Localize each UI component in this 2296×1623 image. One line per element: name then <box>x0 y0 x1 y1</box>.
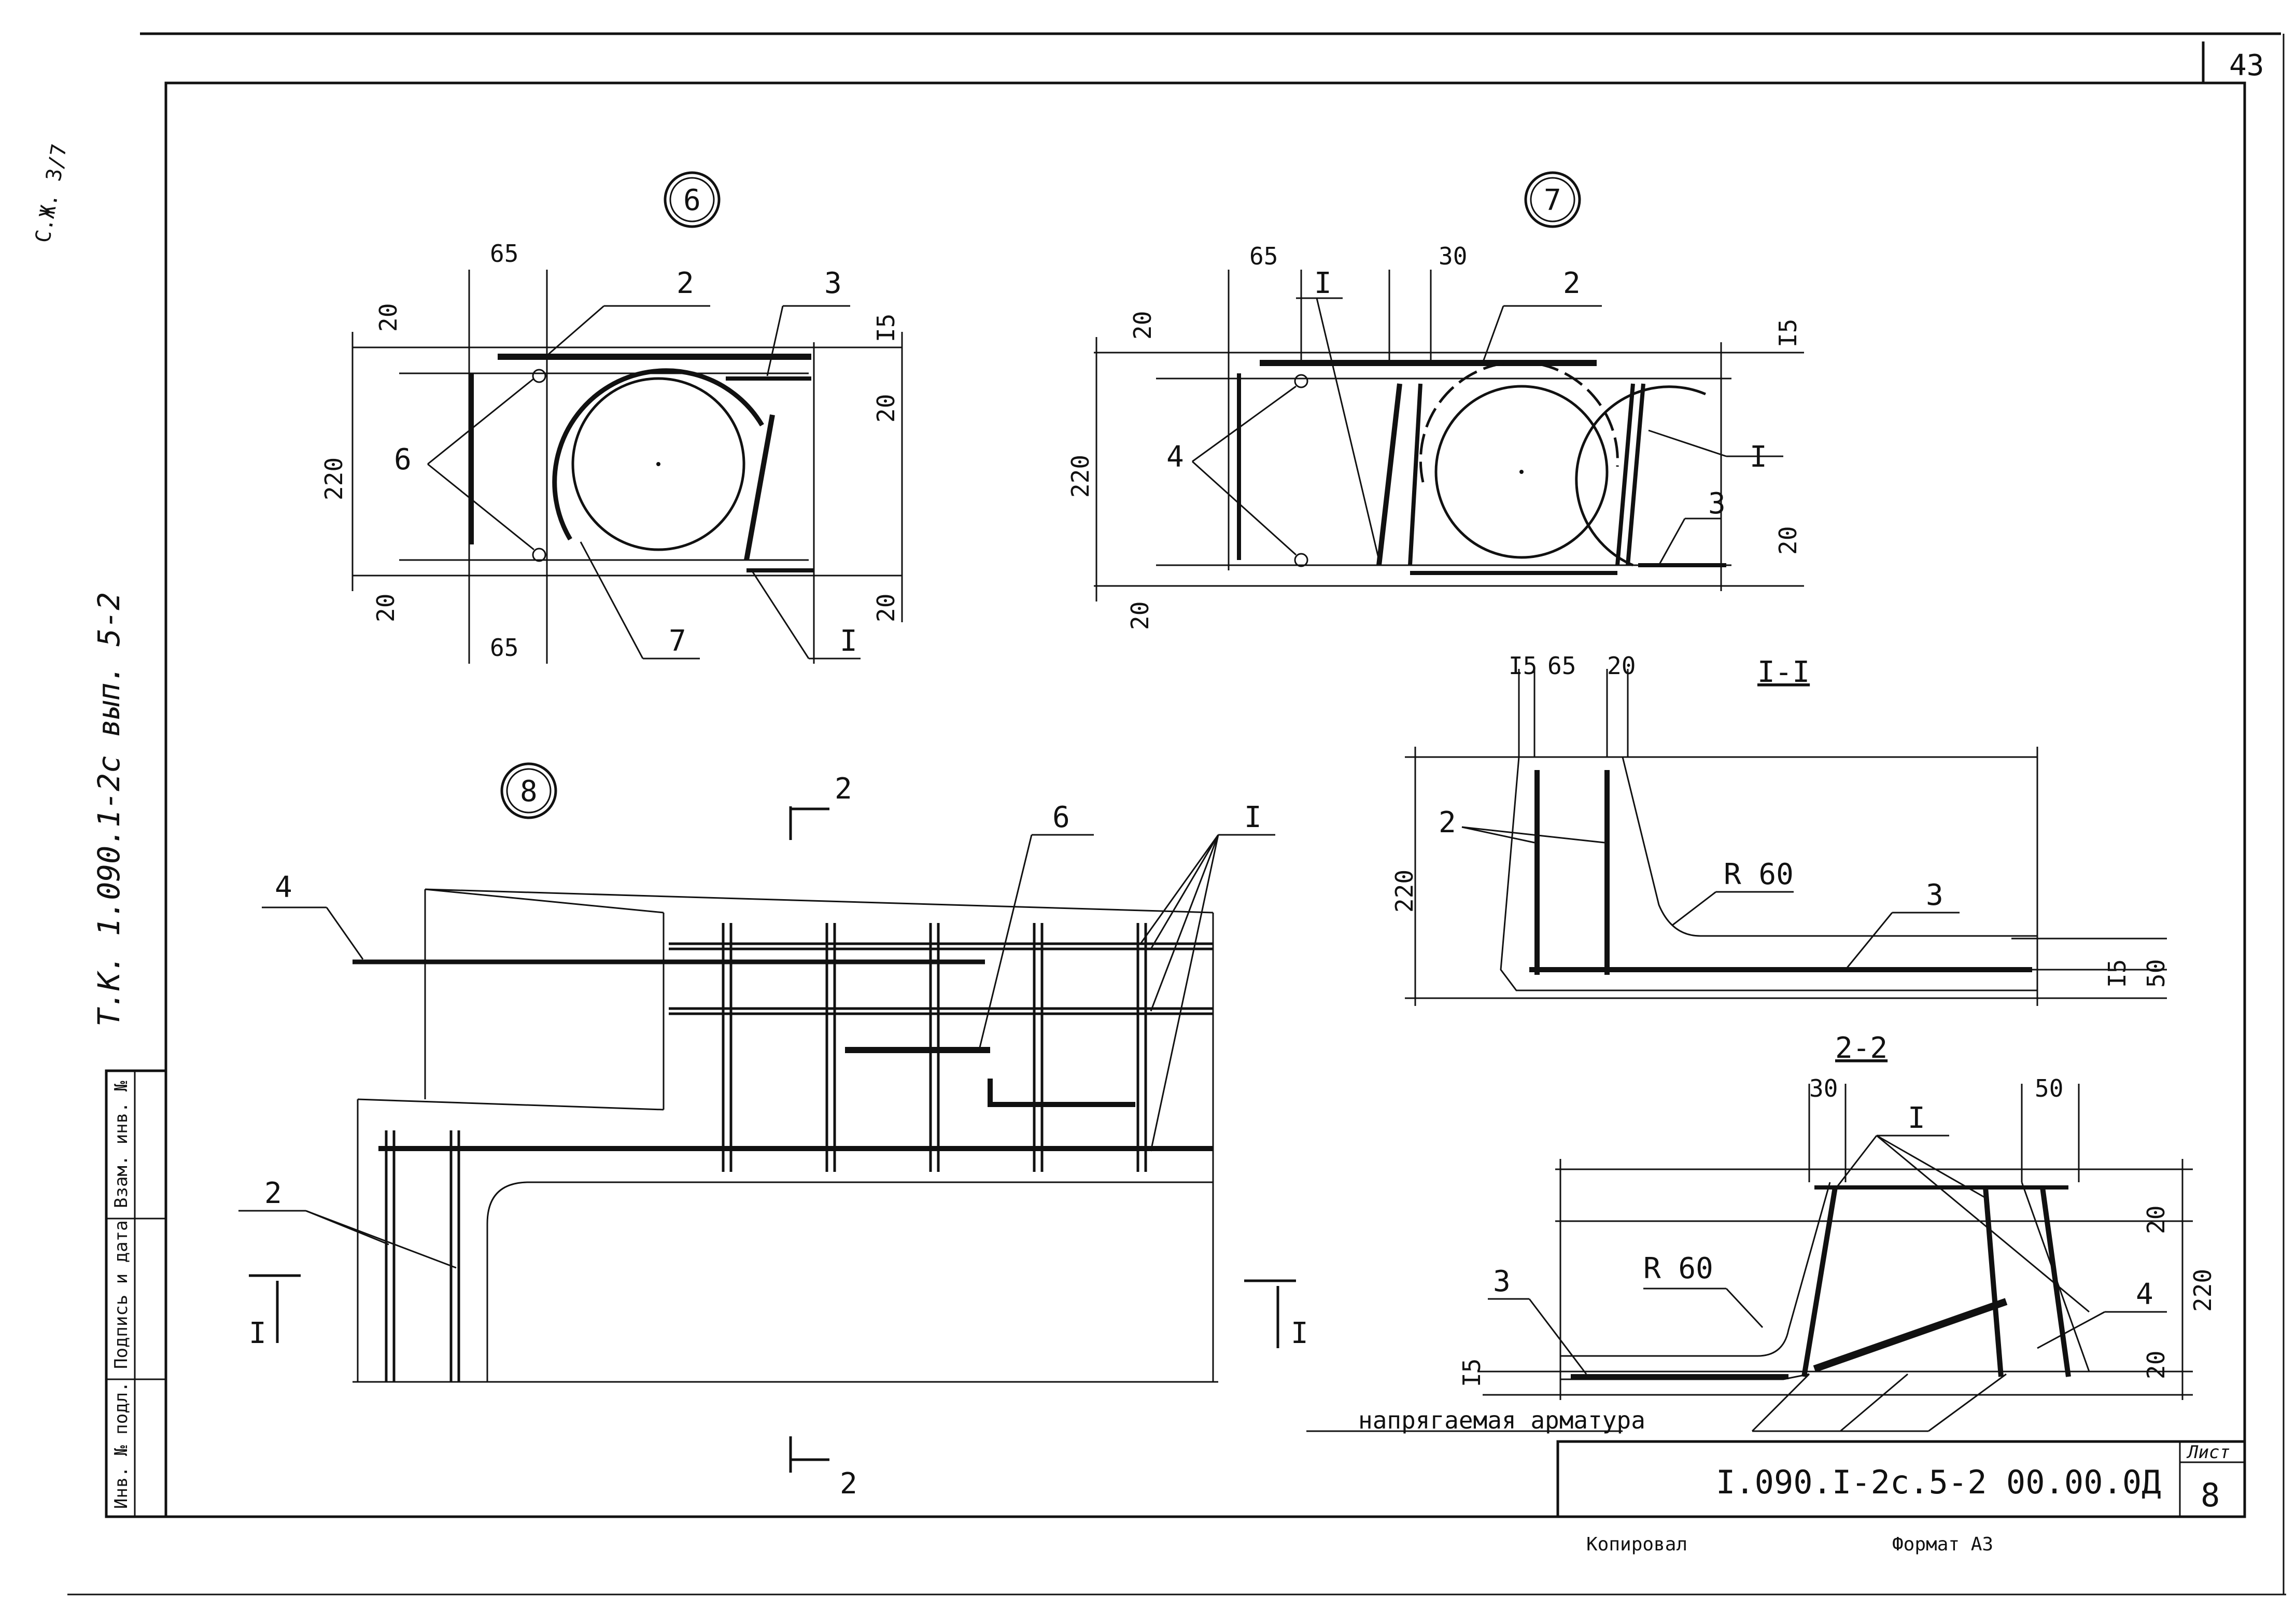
node-7-label: 7 <box>1544 184 1561 217</box>
node-6-dim-top-width: 65 <box>490 240 518 268</box>
node-6-callout-top-left: 2 <box>677 267 694 300</box>
node-8-section-left: I <box>249 1317 266 1350</box>
node-6-dim-top-cover: 20 <box>374 303 402 332</box>
sheet-number: 8 <box>2201 1476 2220 1514</box>
node-8-label: 8 <box>520 775 538 808</box>
section-1-1: I-I I5 65 20 220 I5 50 2 R 60 3 <box>1390 652 2170 1006</box>
node-8-section-bottom: 2 <box>840 1467 857 1501</box>
section-1-1-title: I-I <box>1757 655 1810 689</box>
outer-frame <box>67 32 2286 1596</box>
section-2-2-callout-top: I <box>1908 1101 1925 1135</box>
format-label: Формат А3 <box>1892 1534 1993 1555</box>
section-2-2-dim-left: I5 <box>1458 1359 1486 1387</box>
node-8: 8 2 2 I I <box>238 762 1308 1501</box>
section-2-2-title: 2-2 <box>1835 1031 1887 1065</box>
node-6-dim-top-right: I5 <box>872 314 900 342</box>
node-7-dim-top-gap: 30 <box>1439 242 1467 270</box>
node-6-dim-bottom-right: 20 <box>872 594 900 622</box>
section-1-1-dim-height: 220 <box>1390 870 1418 913</box>
node-8-callout-top-right: I <box>1244 801 1262 834</box>
node-6: 6 65 65 20 I5 20 220 20 20 2 <box>320 171 903 664</box>
node-6-dim-right-upper: 20 <box>872 394 900 423</box>
node-7-callout-right: I <box>1750 440 1767 474</box>
section-2-2-dim-right-upper: 20 <box>2142 1206 2170 1234</box>
node-6-callout-left: 6 <box>394 443 412 477</box>
section-1-1-dim-right-b: 50 <box>2142 959 2170 988</box>
node-6-dim-left-height: 220 <box>320 457 348 500</box>
node-7-callout-top-left: I <box>1314 267 1332 300</box>
node-7-dim-left-height: 220 <box>1066 455 1094 498</box>
section-2-2-dim-height: 220 <box>2189 1269 2217 1312</box>
node-7-callout-top-mid: 2 <box>1563 267 1581 300</box>
section-2-2-callout-radius: R 60 <box>1643 1252 1713 1285</box>
section-1-1-dim-right-a: I5 <box>2103 959 2131 988</box>
title-block: I.090.I-2c.5-2 00.00.0Д Лист 8 <box>1556 1440 2246 1518</box>
inner-frame <box>164 81 2246 1518</box>
node-6-callout-bottom-mid: 7 <box>669 624 686 658</box>
section-1-1-dim-top-c: 20 <box>1607 652 1636 680</box>
node-7: 7 65 30 20 I5 20 220 20 I <box>1066 171 1804 630</box>
copied-by: Копировал <box>1586 1534 1687 1555</box>
sheet-label: Лист <box>2186 1442 2230 1463</box>
side-designation: Т.К. 1.090.1-2с вып. 5-2 <box>91 592 126 1027</box>
node-8-callout-left-rod: 4 <box>275 871 292 904</box>
section-2-2-callout-right: 4 <box>2136 1278 2153 1311</box>
section-2-2-dim-top-right: 50 <box>2035 1074 2063 1102</box>
page-number: 43 <box>2229 49 2264 82</box>
node-8-callout-mid-bar: 6 <box>1052 801 1070 834</box>
node-6-dim-bottom-width: 65 <box>490 634 518 662</box>
corner-scribble: С.Ж. 3/7 <box>31 142 72 245</box>
node-7-callout-left: 4 <box>1166 440 1184 474</box>
node-6-callout-bottom-right: I <box>840 624 857 658</box>
node-8-callout-bottom-left: 2 <box>264 1177 282 1210</box>
node-7-dim-top-cover: 20 <box>1129 311 1157 340</box>
section-1-1-callout-radius: R 60 <box>1724 858 1794 891</box>
left-stamp: Инв. № подл. Подпись и дата Взам. инв. № <box>105 1069 167 1518</box>
section-2-2: 2-2 30 50 20 220 20 I5 I R 60 <box>1306 1031 2217 1434</box>
node-6-callout-top-right: 3 <box>824 267 842 300</box>
node-6-dim-bottom-left: 20 <box>372 594 400 622</box>
node-8-section-top: 2 <box>835 772 852 806</box>
node-8-section-right: I <box>1291 1317 1308 1350</box>
stamp-cell-signature: Подпись и дата <box>111 1220 132 1369</box>
section-1-1-callout-bottom: 3 <box>1926 878 1943 912</box>
node-7-callout-bottom-right: 3 <box>1708 487 1726 521</box>
drawing-designation: I.090.I-2c.5-2 00.00.0Д <box>1716 1463 2161 1501</box>
section-1-1-dim-top-b: 65 <box>1547 652 1576 680</box>
section-2-2-note: напрягаемая арматура <box>1358 1406 1645 1434</box>
node-6-label: 6 <box>683 184 701 217</box>
node-7-dim-right-lower: 20 <box>1774 526 1802 555</box>
stamp-cell-replace: Взам. инв. № <box>111 1081 132 1208</box>
page-number-box: 43 <box>2202 41 2264 83</box>
node-7-dim-top-width: 65 <box>1249 242 1278 270</box>
stamp-cell-inventory: Инв. № подл. <box>111 1381 132 1509</box>
section-1-1-dim-top-a: I5 <box>1509 652 1537 680</box>
node-7-dim-bottom-left: 20 <box>1126 601 1154 630</box>
section-1-1-callout-left: 2 <box>1439 806 1456 840</box>
section-2-2-dim-top-left: 30 <box>1809 1074 1838 1102</box>
section-2-2-dim-right-lower: 20 <box>2142 1351 2170 1379</box>
section-2-2-callout-left: 3 <box>1493 1265 1511 1298</box>
node-8-stirrups <box>385 923 1147 1382</box>
node-7-dim-top-right: I5 <box>1774 319 1802 347</box>
